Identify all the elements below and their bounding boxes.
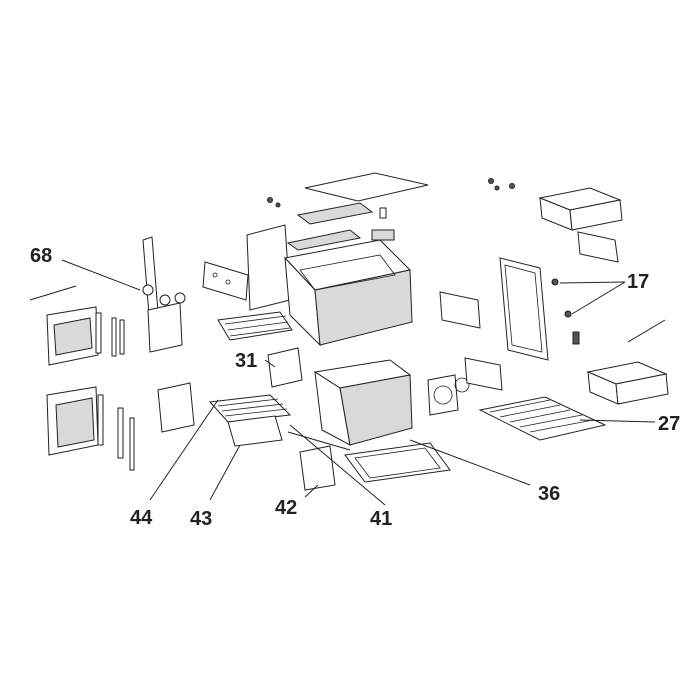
callout-42: 42 <box>275 497 297 519</box>
control-panel-strip <box>202 261 249 301</box>
upper-rack <box>217 311 293 341</box>
leader-17a <box>559 281 626 284</box>
leader-17b <box>571 281 626 315</box>
top-screws <box>267 178 515 208</box>
leader-31 <box>264 359 276 368</box>
heating-element-bar <box>627 319 666 343</box>
leader-41 <box>289 424 386 506</box>
callout-41: 41 <box>370 508 392 530</box>
lower-oven-cavity <box>313 359 413 446</box>
lower-door-hinges <box>97 394 135 471</box>
leader-68 <box>61 259 141 291</box>
callout-17: 17 <box>627 271 649 293</box>
bottom-rack <box>478 396 607 441</box>
callout-31: 31 <box>235 350 257 372</box>
rear-frame-panel <box>246 224 291 311</box>
upper-duct <box>538 187 623 231</box>
control-module <box>371 207 395 241</box>
lower-baking-tray <box>227 415 283 447</box>
callout-44: 44 <box>130 507 153 529</box>
upper-door <box>46 306 99 366</box>
right-side-panel <box>499 257 549 361</box>
upper-door-hinges <box>95 312 125 357</box>
rear-bracket-panel <box>577 231 619 263</box>
circuit-boards <box>439 291 503 391</box>
leader-44 <box>149 399 219 501</box>
leader-27 <box>579 419 656 423</box>
element-terminals <box>551 278 580 345</box>
callout-36: 36 <box>538 483 560 505</box>
bottom-tray-frame <box>344 442 451 483</box>
control-knobs <box>142 284 186 306</box>
leader-42 <box>304 484 319 498</box>
top-insulation-panel <box>286 202 374 251</box>
leader-43 <box>209 444 241 501</box>
leader-lines <box>61 259 656 506</box>
lower-duct <box>586 361 669 405</box>
left-side-glass <box>157 382 195 433</box>
rack-slide-rail <box>287 431 351 451</box>
upper-oven-cavity <box>284 239 413 347</box>
left-side-panel <box>142 236 183 353</box>
lower-rack <box>208 394 292 423</box>
fan-ring-element <box>454 377 470 393</box>
convection-fan-cover <box>427 374 459 416</box>
small-glass-panel <box>267 347 303 388</box>
oven-door-glass <box>299 445 336 491</box>
callout-27: 27 <box>658 413 680 435</box>
callout-68: 68 <box>30 245 52 267</box>
lower-door <box>46 386 99 456</box>
upper-door-handle-rod <box>29 285 77 301</box>
callout-43: 43 <box>190 508 212 530</box>
leader-36 <box>409 439 531 486</box>
top-cover-panel <box>304 172 429 202</box>
